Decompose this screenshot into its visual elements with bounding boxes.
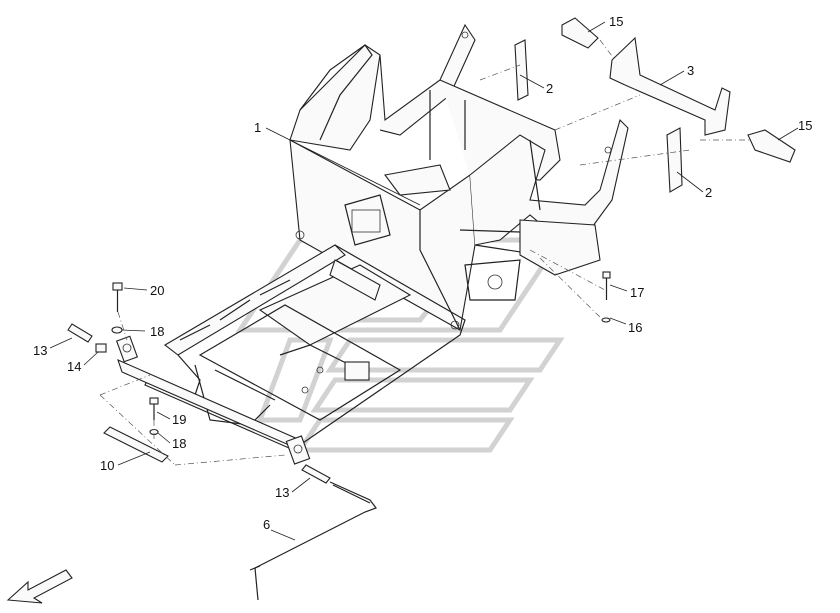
main-frame <box>289 23 629 331</box>
panel-part-2-lower <box>666 127 683 193</box>
callout-labels: 1 2 2 3 6 10 13 13 14 15 15 16 17 18 18 … <box>33 14 812 532</box>
callout-15-lower: 15 <box>798 118 812 133</box>
front-axle-tube <box>115 335 311 465</box>
callout-16: 16 <box>628 320 642 335</box>
rod-part-6 <box>249 481 377 601</box>
callout-13-left: 13 <box>33 343 47 358</box>
bolt-part-17 <box>602 271 611 300</box>
callout-18-lower: 18 <box>172 436 186 451</box>
bracket-beam-part-3 <box>609 36 731 136</box>
bolt-part-19 <box>149 397 159 420</box>
plate-part-15-upper <box>561 17 599 49</box>
callout-10: 10 <box>100 458 114 473</box>
front-direction-arrow-icon <box>6 569 73 604</box>
washer-part-16 <box>601 317 611 323</box>
callout-3: 3 <box>687 63 694 78</box>
callout-2-upper: 2 <box>546 81 553 96</box>
washer-part-18-upper <box>111 326 123 334</box>
callout-1: 1 <box>254 120 261 135</box>
callout-14: 14 <box>67 359 81 374</box>
callout-15-upper: 15 <box>609 14 623 29</box>
pin-part-13-lower <box>301 464 331 484</box>
plate-part-15-lower <box>747 129 796 163</box>
nut-part-14 <box>95 343 107 353</box>
pin-part-13-left <box>67 323 93 343</box>
assembly-lines <box>99 39 750 466</box>
callout-17: 17 <box>630 285 644 300</box>
pin-part-10 <box>103 426 169 463</box>
callout-19: 19 <box>172 412 186 427</box>
callout-20: 20 <box>150 283 164 298</box>
panel-part-2-upper <box>514 39 529 101</box>
bolt-part-20 <box>112 282 123 312</box>
callout-6: 6 <box>263 517 270 532</box>
callout-13-lower: 13 <box>275 485 289 500</box>
leader-lines <box>49 21 799 541</box>
callout-18-upper: 18 <box>150 324 164 339</box>
callout-2-lower: 2 <box>705 185 712 200</box>
